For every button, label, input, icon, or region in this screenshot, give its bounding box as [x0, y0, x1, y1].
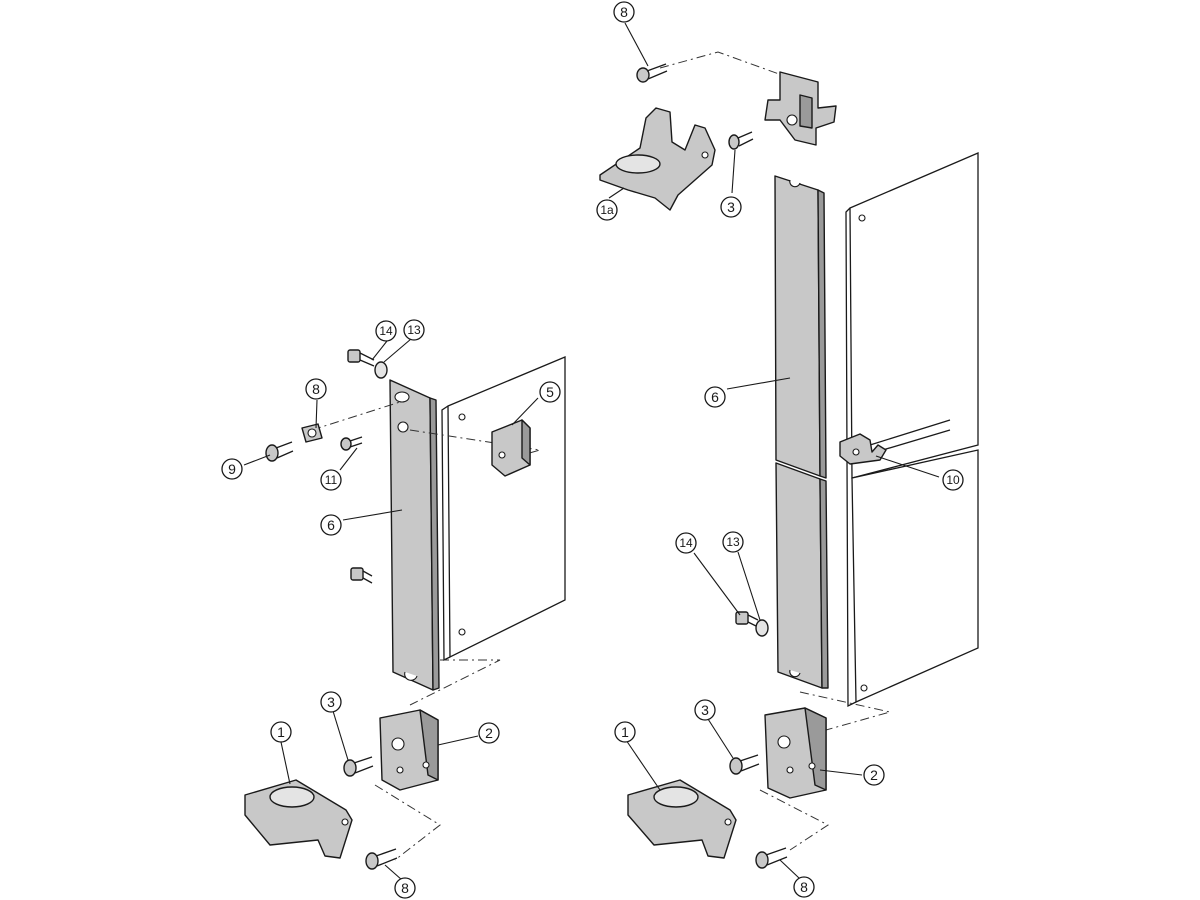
leader-lines — [243, 22, 940, 881]
callout-9: 9 — [221, 458, 243, 480]
callout-13-right: 13 — [722, 531, 744, 553]
callout-label: 6 — [327, 517, 335, 533]
left-screw-3 — [343, 756, 374, 777]
left-screw-11 — [340, 436, 363, 451]
callout-2-left: 2 — [478, 722, 500, 744]
callout-8-top: 8 — [613, 1, 635, 23]
callout-label: 14 — [379, 324, 393, 338]
right-axis-line-top — [659, 51, 791, 79]
callout-2-right: 2 — [863, 764, 885, 786]
right-handle-1 — [627, 779, 737, 859]
left-assembly — [244, 349, 566, 870]
right-washer-13 — [755, 619, 769, 637]
callout-14-left: 14 — [375, 320, 397, 342]
callout-label: 6 — [711, 389, 719, 405]
left-screw-lower — [350, 567, 373, 584]
callout-8-bottomleft: 8 — [394, 877, 416, 899]
callout-label: 8 — [800, 879, 808, 895]
right-handle-plate-upper — [774, 175, 827, 479]
callout-label: 14 — [679, 536, 693, 550]
callout-1-right: 1 — [614, 721, 636, 743]
right-top-extractor-base — [764, 71, 837, 146]
left-nut-8 — [301, 423, 323, 443]
callout-6-right: 6 — [704, 386, 726, 408]
callout-label: 8 — [401, 880, 409, 896]
right-screw-14 — [735, 611, 759, 628]
right-screw-8-top — [636, 63, 668, 83]
left-front-panel — [441, 356, 566, 662]
right-handle-plate-lower — [775, 462, 829, 689]
callout-3-topright: 3 — [720, 196, 742, 218]
right-panel-rail-lines — [869, 419, 951, 453]
callout-14-right: 14 — [675, 532, 697, 554]
callout-label: 9 — [228, 461, 236, 477]
callout-label: 1 — [277, 724, 285, 740]
callout-8-left: 8 — [305, 378, 327, 400]
callout-label: 5 — [546, 384, 554, 400]
callout-1a: 1a — [596, 199, 618, 221]
callout-label: 2 — [870, 767, 878, 783]
callout-label: 11 — [325, 473, 338, 487]
right-front-panel — [845, 152, 979, 708]
callout-label: 8 — [312, 381, 320, 397]
left-handle-plate — [389, 379, 440, 691]
callout-label: 3 — [727, 199, 735, 215]
callout-3-left: 3 — [320, 691, 342, 713]
left-handle-1 — [244, 779, 353, 859]
right-screw-3-bottom — [729, 754, 760, 775]
right-panel-clip — [839, 433, 887, 465]
right-handle-1a — [599, 107, 716, 211]
callout-8-bottomright: 8 — [793, 876, 815, 898]
callout-1-left: 1 — [270, 721, 292, 743]
right-assembly — [599, 51, 979, 869]
right-extractor-base — [764, 707, 827, 799]
callout-label: 2 — [485, 725, 493, 741]
callout-13-left: 13 — [403, 319, 425, 341]
callout-10: 10 — [942, 469, 964, 491]
callout-label: 10 — [946, 473, 960, 487]
callout-label: 3 — [327, 694, 335, 710]
callout-5: 5 — [539, 381, 561, 403]
callout-label: 13 — [726, 535, 740, 549]
callout-label: 3 — [701, 702, 709, 718]
callout-label: 1a — [600, 203, 614, 217]
callout-label: 1 — [621, 724, 629, 740]
callout-label: 13 — [407, 323, 421, 337]
left-axis-line-bottom — [374, 659, 501, 861]
callout-label: 8 — [620, 4, 628, 20]
callout-6-left: 6 — [320, 514, 342, 536]
left-screw-14 — [347, 349, 375, 367]
callout-11: 11 — [320, 469, 342, 491]
left-guide-bracket — [491, 419, 531, 477]
right-screw-8-bottom — [755, 847, 788, 869]
left-extractor-base — [379, 709, 439, 791]
left-screw-9 — [265, 441, 294, 462]
callouts: 8 1a 3 6 10 14 13 1 3 2 8 — [221, 1, 964, 899]
left-washer-13 — [374, 361, 388, 379]
right-screw-3-top — [728, 131, 754, 150]
callout-3-right: 3 — [694, 699, 716, 721]
left-screw-8-bottom — [365, 848, 398, 870]
